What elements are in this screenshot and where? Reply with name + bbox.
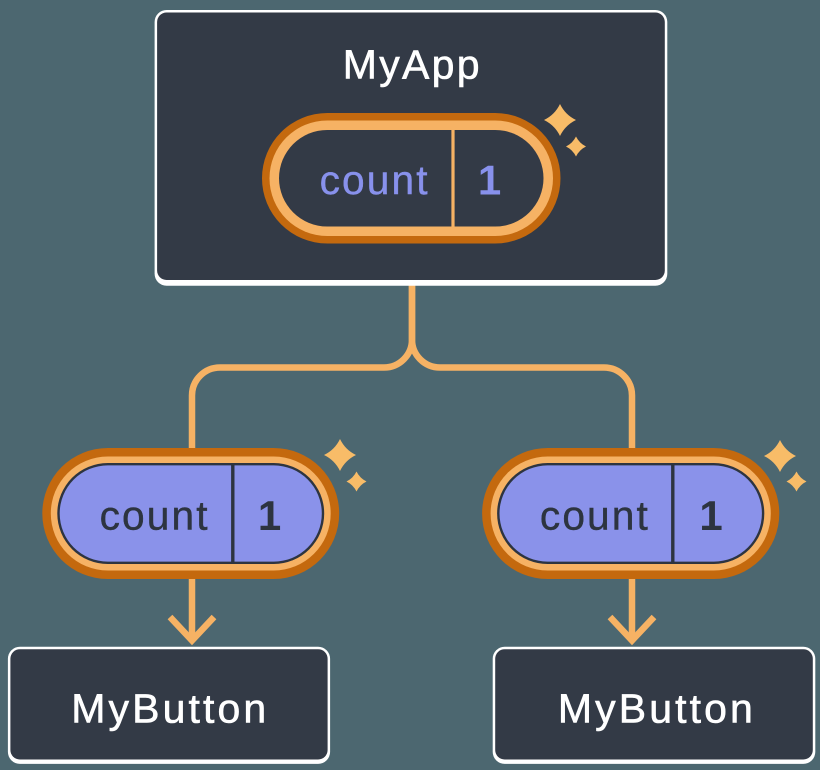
svg-text:count: count [540,492,650,538]
svg-text:MyApp: MyApp [343,41,482,87]
svg-text:count: count [100,492,210,538]
svg-text:MyButton: MyButton [558,685,756,731]
svg-text:1: 1 [699,492,722,539]
svg-text:count: count [320,157,430,203]
svg-text:1: 1 [478,157,501,204]
svg-text:MyButton: MyButton [71,685,269,731]
svg-text:1: 1 [258,492,281,539]
